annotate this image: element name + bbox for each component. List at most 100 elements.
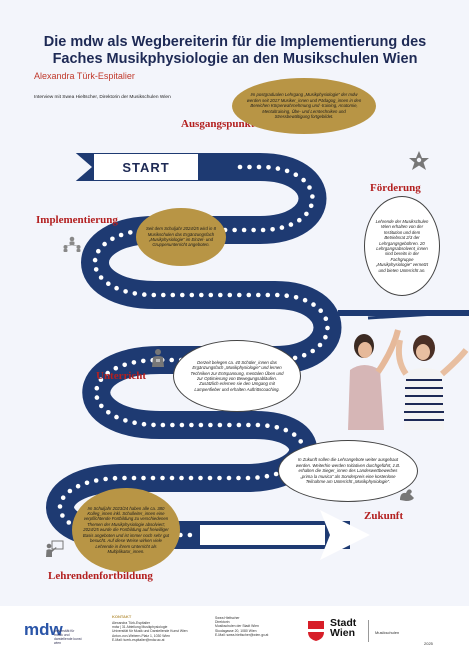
road-dot [169,357,174,363]
road-dot [227,422,232,428]
road-dot [293,295,299,300]
road-dot [274,425,280,430]
road-dot [236,422,242,428]
section-zukunft: Zukunft [364,510,404,522]
road-dot [131,360,137,365]
road-dot [325,325,330,331]
road-dot [246,422,251,428]
musikschulen-label: Musikschulen [375,630,400,635]
road-dot [84,480,90,486]
year-label: 2025 [424,641,433,646]
road-dot [60,495,66,501]
kontakt2-block: Swea Hieltscher Direktorin Musikschulen … [215,616,295,637]
road-dot [198,475,203,481]
road-dot [92,257,98,263]
road-dot [275,292,280,298]
road-dot [189,292,195,298]
kontakt2-line: Direktorin [215,620,230,625]
presenter-icon [46,540,64,557]
road-dot [266,165,271,170]
road-dot [141,421,147,427]
road-dot [247,164,252,170]
road-dot [217,422,223,428]
road-dot [255,292,261,298]
road-dot [301,352,307,358]
road-dot [151,422,156,428]
road-dot [114,285,119,291]
road-dot [66,520,72,525]
road-dot [288,222,294,227]
road-dot [180,292,185,298]
mdw-subtitle: universität für musik und darstellende k… [54,629,82,645]
road-dot [270,227,275,232]
road-dot [161,292,166,298]
road-dot [141,358,146,364]
road-dot [293,172,299,177]
road-dot [102,241,107,247]
zukunft-arrow-shaft [200,525,325,545]
road-dot [94,385,100,391]
road-dot [141,475,146,481]
road-dot [106,410,111,415]
road-dot [237,164,243,170]
road-dot [304,211,309,217]
road-dot [132,291,138,296]
road-dot [128,230,133,235]
teacher-icon [152,349,164,367]
road-dot [188,475,194,481]
road-dot [308,203,314,209]
road-dot [273,471,279,477]
road-dot [236,475,241,481]
road-dot [94,395,100,400]
road-dot [255,422,261,428]
road-dot [256,164,262,170]
road-dot [106,281,111,287]
author: Alexandra Türk-Espitalier [34,71,135,81]
road-dot [112,475,118,481]
bubble-lehrendenfortbildung: Im Schuljahr 2023/24 haben alle ca. 380 … [72,488,180,572]
start-label: START [94,154,198,180]
road-dot [99,403,104,409]
road-dot [284,168,290,174]
page-title: Die mdw als Wegbereiterin für die Implem… [43,34,427,67]
wien-flag-icon [308,621,324,641]
road-dot [114,414,119,420]
footer-divider [368,620,369,642]
star-figure-icon [409,151,429,170]
road-dot [179,422,185,428]
road-dot [311,302,316,307]
kontakt-line: mdw | 31 Abteilung Musikphysiologie [112,625,168,630]
road-dot [105,370,110,376]
road-dot [255,475,260,480]
road-dot [301,177,306,183]
road-dot [260,227,266,233]
road-dot [264,473,270,479]
road-dot [218,292,223,298]
road-dot [199,292,204,298]
road-dot [208,422,213,428]
road-dot [317,342,323,348]
road-dot [265,423,270,429]
bubble-foerderung: Lehrende der Musikschulen Wien erhalten … [364,196,440,296]
section-unterricht: Unterricht [96,370,147,382]
kontakt2-line: Musikschulen der Stadt Wien [215,624,259,629]
road-dot [245,475,251,481]
road-dot [232,227,237,233]
road-dot [275,166,281,171]
road-dot [318,308,324,314]
kontakt-block: Alexandra Türk-Espitalier mdw | 31 Abtei… [112,621,202,642]
road-dot [123,418,128,423]
kontakt-email: E-Mail: tuerk-espitalier@mdw.ac.at [112,637,165,642]
musicians-photo [338,310,469,430]
mdw-logo: mdw [24,620,64,639]
road-dot [122,475,127,481]
kontakt-title: KONTAKT [112,614,132,619]
road-dot [170,422,175,428]
road-dot [160,475,165,481]
road-dot [98,275,104,280]
road-dot [307,185,312,190]
road-dot [246,292,252,298]
road-dot [67,488,73,494]
road-dot [265,292,271,298]
